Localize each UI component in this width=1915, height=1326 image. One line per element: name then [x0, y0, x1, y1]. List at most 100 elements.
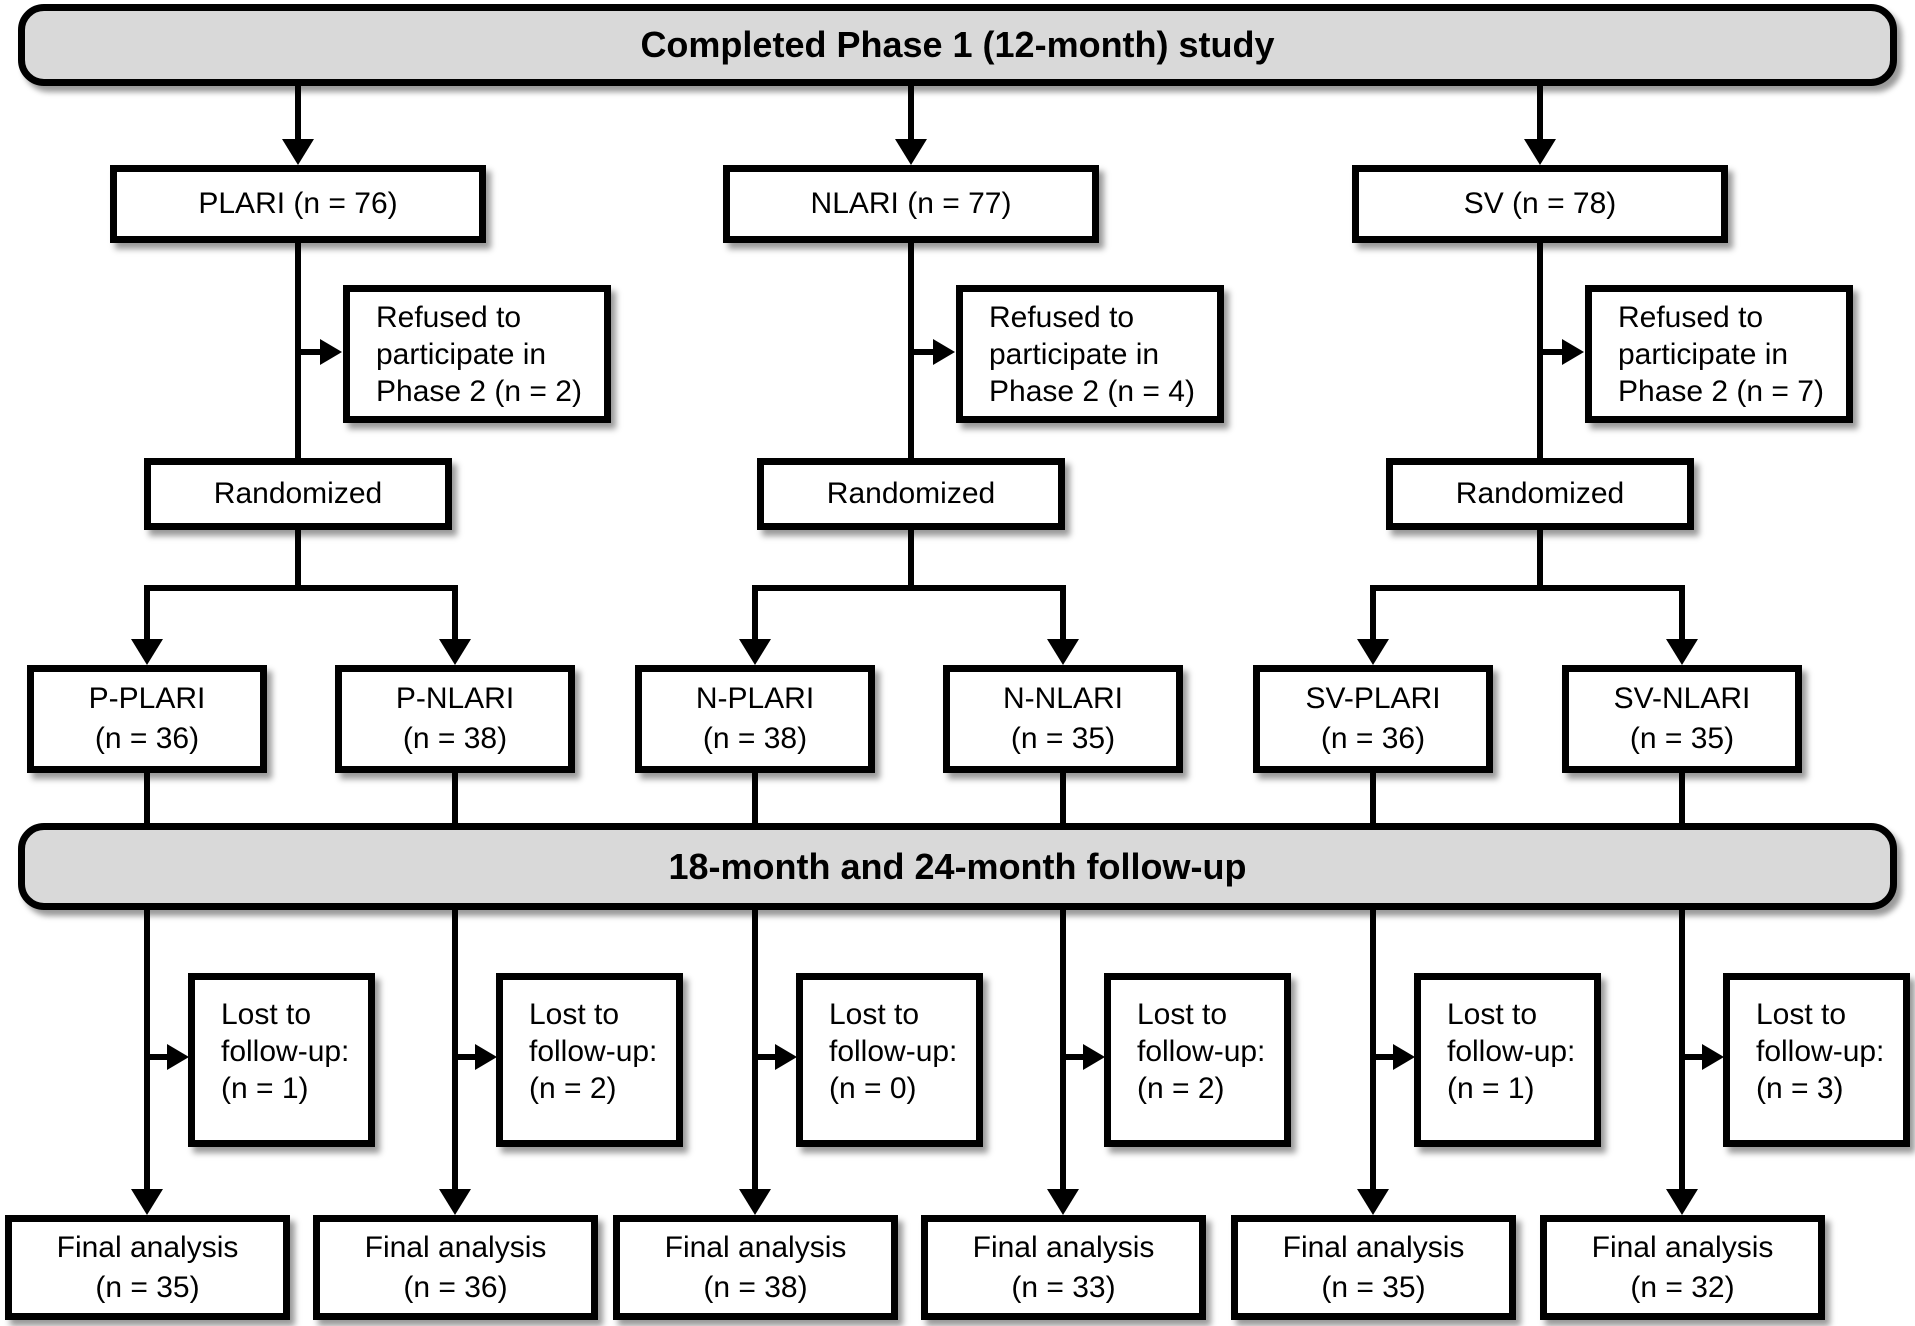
arm-name: P-NLARI	[395, 682, 515, 715]
arrow-down-icon	[131, 639, 163, 665]
phase1-banner: Completed Phase 1 (12-month) study	[18, 4, 1897, 86]
lost-box-n-nlari: Lost to follow-up: (n = 2)	[1104, 973, 1291, 1147]
flow-line-banner-to-final	[1060, 910, 1066, 1189]
arm-name: SV-PLARI	[1305, 682, 1441, 715]
lost-line: (n = 2)	[1137, 1072, 1225, 1105]
lost-line: follow-up:	[1756, 1035, 1885, 1068]
arrow-down-icon	[439, 639, 471, 665]
final-line: (n = 35)	[95, 1270, 200, 1304]
final-line: (n = 38)	[703, 1270, 808, 1304]
cohort-label: NLARI (n = 77)	[810, 187, 1012, 220]
randomized-box-nlari: Randomized	[757, 458, 1065, 530]
flow-line-branch	[1370, 585, 1685, 591]
flow-line-randomized-stem	[908, 530, 914, 588]
flow-line-to-arm	[752, 585, 758, 639]
randomized-label: Randomized	[826, 477, 996, 510]
final-line: (n = 32)	[1630, 1270, 1735, 1304]
arm-name: N-PLARI	[695, 682, 815, 715]
arm-name: SV-NLARI	[1613, 682, 1751, 715]
arm-box-n-plari: N-PLARI (n = 38)	[635, 665, 875, 773]
refused-line: Phase 2 (n = 2)	[376, 374, 582, 408]
arrow-down-icon	[1047, 1189, 1079, 1215]
arrow-down-icon	[1524, 139, 1556, 165]
final-box-p-nlari: Final analysis (n = 36)	[313, 1215, 598, 1320]
lost-box-sv-nlari: Lost to follow-up: (n = 3)	[1723, 973, 1910, 1147]
cohort-box-sv: SV (n = 78)	[1352, 165, 1728, 243]
refused-box-sv: Refused to participate in Phase 2 (n = 7…	[1585, 285, 1853, 423]
final-line: Final analysis	[664, 1230, 847, 1264]
refused-box-nlari: Refused to participate in Phase 2 (n = 4…	[956, 285, 1224, 423]
lost-box-p-nlari: Lost to follow-up: (n = 2)	[496, 973, 683, 1147]
flow-line-refused-branch	[911, 349, 933, 355]
final-line: Final analysis	[1591, 1230, 1774, 1264]
refused-line: participate in	[1618, 337, 1789, 371]
lost-line: follow-up:	[221, 1035, 350, 1068]
arm-box-sv-nlari: SV-NLARI (n = 35)	[1562, 665, 1802, 773]
lost-line: follow-up:	[1447, 1035, 1576, 1068]
flow-line-banner-to-final	[452, 910, 458, 1189]
flow-line-arm-to-banner	[452, 773, 458, 823]
flow-line-refused-branch	[298, 349, 320, 355]
arrow-down-icon	[739, 639, 771, 665]
arrow-right-icon	[320, 339, 342, 365]
arrow-right-icon	[933, 339, 955, 365]
refused-box-plari: Refused to participate in Phase 2 (n = 2…	[343, 285, 611, 423]
flow-line-to-arm	[452, 585, 458, 639]
lost-box-n-plari: Lost to follow-up: (n = 0)	[796, 973, 983, 1147]
arm-box-n-nlari: N-NLARI (n = 35)	[943, 665, 1183, 773]
arrow-right-icon	[475, 1044, 497, 1070]
flow-line-randomized-stem	[1537, 530, 1543, 588]
randomized-label: Randomized	[1455, 477, 1625, 510]
followup-banner: 18-month and 24-month follow-up	[18, 823, 1897, 910]
flow-line-lost-branch	[1373, 1054, 1393, 1060]
arm-name: P-PLARI	[88, 682, 206, 715]
lost-line: follow-up:	[529, 1035, 658, 1068]
arrow-down-icon	[1357, 1189, 1389, 1215]
phase1-banner-label: Completed Phase 1 (12-month) study	[640, 24, 1275, 65]
arm-n: (n = 36)	[1320, 722, 1426, 755]
arrow-right-icon	[1702, 1044, 1724, 1070]
arm-n: (n = 35)	[1629, 722, 1735, 755]
flow-line-banner-to-final	[752, 910, 758, 1189]
arrow-down-icon	[739, 1189, 771, 1215]
refused-line: participate in	[989, 337, 1160, 371]
lost-line: (n = 3)	[1756, 1072, 1844, 1105]
lost-line: (n = 0)	[829, 1072, 917, 1105]
refused-line: Refused to	[989, 300, 1135, 334]
refused-line: Phase 2 (n = 7)	[1618, 374, 1824, 408]
arrow-right-icon	[1393, 1044, 1415, 1070]
arm-name: N-NLARI	[1002, 682, 1123, 715]
lost-line: Lost to	[829, 998, 920, 1031]
arm-n: (n = 38)	[402, 722, 508, 755]
flow-line-lost-branch	[455, 1054, 475, 1060]
arrow-right-icon	[1083, 1044, 1105, 1070]
lost-line: Lost to	[221, 998, 312, 1031]
arm-box-sv-plari: SV-PLARI (n = 36)	[1253, 665, 1493, 773]
flow-line-refused-branch	[1540, 349, 1562, 355]
refused-line: Refused to	[376, 300, 522, 334]
final-line: (n = 35)	[1321, 1270, 1426, 1304]
arrow-down-icon	[439, 1189, 471, 1215]
arrow-right-icon	[167, 1044, 189, 1070]
cohort-box-plari: PLARI (n = 76)	[110, 165, 486, 243]
flow-line-to-arm	[144, 585, 150, 639]
flow-line-lost-branch	[755, 1054, 775, 1060]
flow-line-banner-to-final	[144, 910, 150, 1189]
lost-line: Lost to	[1137, 998, 1228, 1031]
lost-line: (n = 1)	[221, 1072, 309, 1105]
final-line: (n = 36)	[403, 1270, 508, 1304]
arm-box-p-nlari: P-NLARI (n = 38)	[335, 665, 575, 773]
randomized-label: Randomized	[213, 477, 383, 510]
arrow-down-icon	[1666, 1189, 1698, 1215]
final-box-sv-nlari: Final analysis (n = 32)	[1540, 1215, 1825, 1320]
arrow-down-icon	[1357, 639, 1389, 665]
lost-line: follow-up:	[1137, 1035, 1266, 1068]
lost-line: follow-up:	[829, 1035, 958, 1068]
flow-line-banner-to-sv	[1537, 86, 1543, 141]
flow-line-banner-to-nlari	[908, 86, 914, 141]
cohort-box-nlari: NLARI (n = 77)	[723, 165, 1099, 243]
flow-line-banner-to-final	[1679, 910, 1685, 1189]
arrow-down-icon	[131, 1189, 163, 1215]
cohort-label: SV (n = 78)	[1463, 187, 1617, 220]
arrow-down-icon	[1666, 639, 1698, 665]
